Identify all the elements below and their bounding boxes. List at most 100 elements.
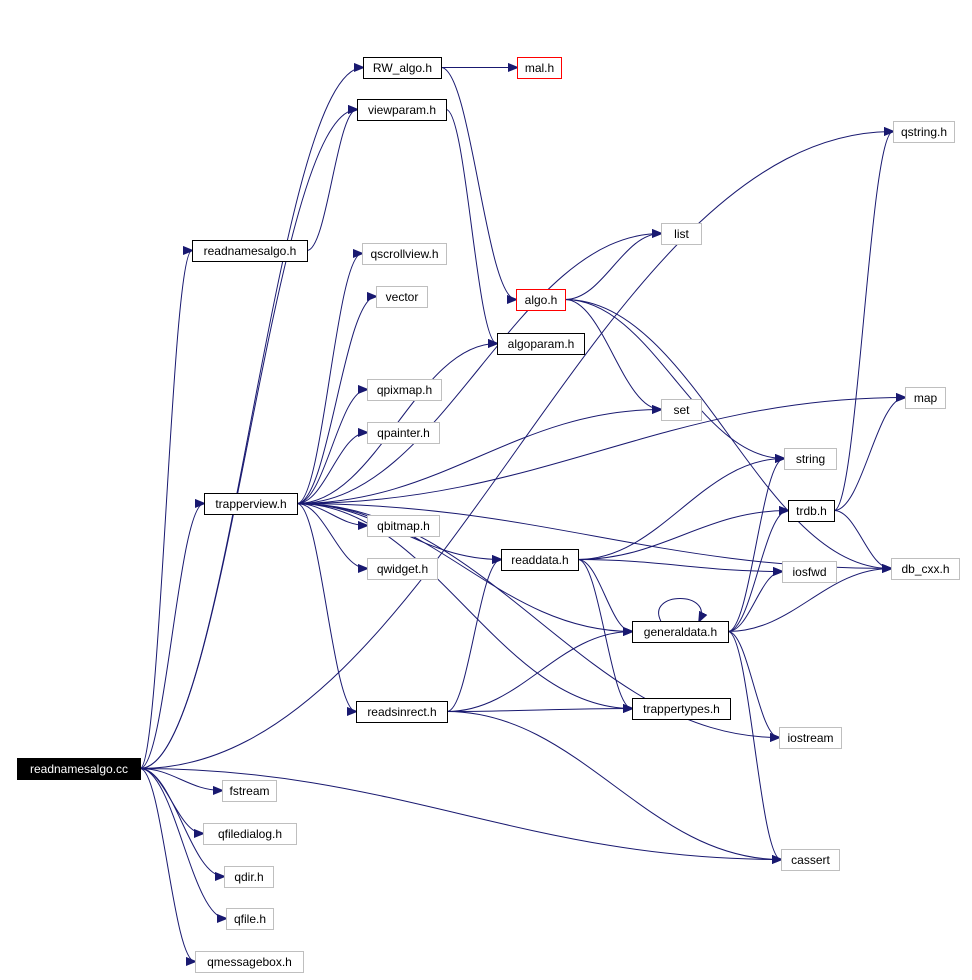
node-qstring-h[interactable]: qstring.h <box>893 121 955 143</box>
edge-readnamesalgo-h-to-viewparam-h <box>306 110 357 251</box>
edge-generaldata-h-to-generaldata-h <box>658 598 702 622</box>
edge-trdb-h-to-qstring-h <box>833 132 893 511</box>
node-box <box>779 727 842 749</box>
edge-readdata-h-to-trappertypes-h <box>577 559 632 709</box>
node-label: vector <box>386 290 419 304</box>
node-qfile-h[interactable]: qfile.h <box>226 908 274 930</box>
node-vector[interactable]: vector <box>376 286 428 308</box>
edge-trapperview-h-to-trappertypes-h <box>296 503 632 709</box>
edge-trapperview-h-to-set <box>296 410 661 504</box>
node-qdir-h[interactable]: qdir.h <box>224 866 274 888</box>
node-label: iostream <box>787 731 833 745</box>
node-label: trappertypes.h <box>643 702 720 716</box>
node-box <box>661 223 702 245</box>
edge-readsinrect-h-to-cassert <box>446 711 781 860</box>
node-iostream[interactable]: iostream <box>779 727 842 749</box>
node-box <box>204 493 298 515</box>
node-label: map <box>914 391 938 405</box>
node-label: generaldata.h <box>644 625 717 639</box>
node-qbitmap-h[interactable]: qbitmap.h <box>367 515 440 537</box>
edge-readnamesalgo-cc-to-qstring-h <box>139 132 893 769</box>
edge-viewparam-h-to-algoparam-h <box>445 109 497 344</box>
edge-readnamesalgo-cc-to-qfile-h <box>139 768 226 919</box>
node-fstream[interactable]: fstream <box>222 780 277 802</box>
node-box <box>517 57 562 79</box>
node-trapperview-h[interactable]: trapperview.h <box>204 493 298 515</box>
node-label: qfile.h <box>234 912 266 926</box>
node-cassert[interactable]: cassert <box>781 849 840 871</box>
edge-readsinrect-h-to-generaldata-h <box>446 632 632 712</box>
node-rw-algo-h[interactable]: RW_algo.h <box>363 57 442 79</box>
node-readsinrect-h[interactable]: readsinrect.h <box>356 701 448 723</box>
edge-readnamesalgo-cc-to-readnamesalgo-h <box>139 251 192 769</box>
node-label: readnamesalgo.cc <box>30 762 128 776</box>
node-qmessagebox-h[interactable]: qmessagebox.h <box>195 951 304 973</box>
node-box <box>222 780 277 802</box>
node-label: algo.h <box>525 293 558 307</box>
node-box <box>357 99 447 121</box>
node-label: qmessagebox.h <box>207 955 292 969</box>
node-readnamesalgo-cc[interactable]: readnamesalgo.cc <box>17 758 141 780</box>
node-qwidget-h[interactable]: qwidget.h <box>367 558 438 580</box>
edge-trapperview-h-to-vector <box>296 297 376 504</box>
edge-generaldata-h-to-trdb-h <box>727 511 788 632</box>
node-box <box>893 121 955 143</box>
node-box <box>226 908 274 930</box>
node-box <box>363 57 442 79</box>
node-trappertypes-h[interactable]: trappertypes.h <box>632 698 731 720</box>
node-box <box>376 286 428 308</box>
node-label: list <box>674 227 689 241</box>
node-box <box>367 379 442 401</box>
node-generaldata-h[interactable]: generaldata.h <box>632 621 729 643</box>
nodes-layer: readnamesalgo.cc RW_algo.h mal.h viewparam.… <box>17 57 960 973</box>
node-set[interactable]: set <box>661 399 702 421</box>
node-box <box>497 333 585 355</box>
edge-readsinrect-h-to-trappertypes-h <box>446 709 632 712</box>
node-label: qscrollview.h <box>370 247 438 261</box>
node-label: qstring.h <box>901 125 947 139</box>
node-label: qpixmap.h <box>377 383 432 397</box>
edge-readdata-h-to-string <box>577 459 784 560</box>
node-label: mal.h <box>525 61 554 75</box>
node-label: qwidget.h <box>377 562 428 576</box>
edge-readnamesalgo-cc-to-rw-algo-h <box>139 68 363 769</box>
node-trdb-h[interactable]: trdb.h <box>788 500 835 522</box>
node-label: qpainter.h <box>377 426 430 440</box>
node-qpixmap-h[interactable]: qpixmap.h <box>367 379 442 401</box>
node-qpainter-h[interactable]: qpainter.h <box>367 422 440 444</box>
node-map[interactable]: map <box>905 387 946 409</box>
node-box <box>17 758 141 780</box>
edge-algo-h-to-string <box>564 299 784 459</box>
node-box <box>367 422 440 444</box>
node-list[interactable]: list <box>661 223 702 245</box>
node-box <box>362 243 447 265</box>
node-mal-h[interactable]: mal.h <box>517 57 562 79</box>
node-qscrollview-h[interactable]: qscrollview.h <box>362 243 447 265</box>
node-box <box>661 399 702 421</box>
node-algo-h[interactable]: algo.h <box>516 289 566 311</box>
node-db-cxx-h[interactable]: db_cxx.h <box>891 558 960 580</box>
edge-readnamesalgo-cc-to-qmessagebox-h <box>139 768 195 962</box>
edge-trdb-h-to-db-cxx-h <box>833 510 891 569</box>
node-box <box>632 698 731 720</box>
node-box <box>782 561 837 583</box>
node-viewparam-h[interactable]: viewparam.h <box>357 99 447 121</box>
node-readdata-h[interactable]: readdata.h <box>501 549 579 571</box>
edge-trdb-h-to-map <box>833 398 905 511</box>
node-label: string <box>796 452 825 466</box>
node-qfiledialog-h[interactable]: qfiledialog.h <box>203 823 297 845</box>
node-box <box>632 621 729 643</box>
node-label: readnamesalgo.h <box>204 244 297 258</box>
edge-trapperview-h-to-qpainter-h <box>296 433 367 504</box>
node-string[interactable]: string <box>784 448 837 470</box>
edge-trapperview-h-to-map <box>296 398 905 504</box>
edge-readnamesalgo-cc-to-trapperview-h <box>139 504 204 769</box>
node-box <box>788 500 835 522</box>
node-iosfwd[interactable]: iosfwd <box>782 561 837 583</box>
edge-generaldata-h-to-cassert <box>727 631 781 860</box>
node-box <box>891 558 960 580</box>
node-label: set <box>673 403 690 417</box>
node-algoparam-h[interactable]: algoparam.h <box>497 333 585 355</box>
node-readnamesalgo-h[interactable]: readnamesalgo.h <box>192 240 308 262</box>
